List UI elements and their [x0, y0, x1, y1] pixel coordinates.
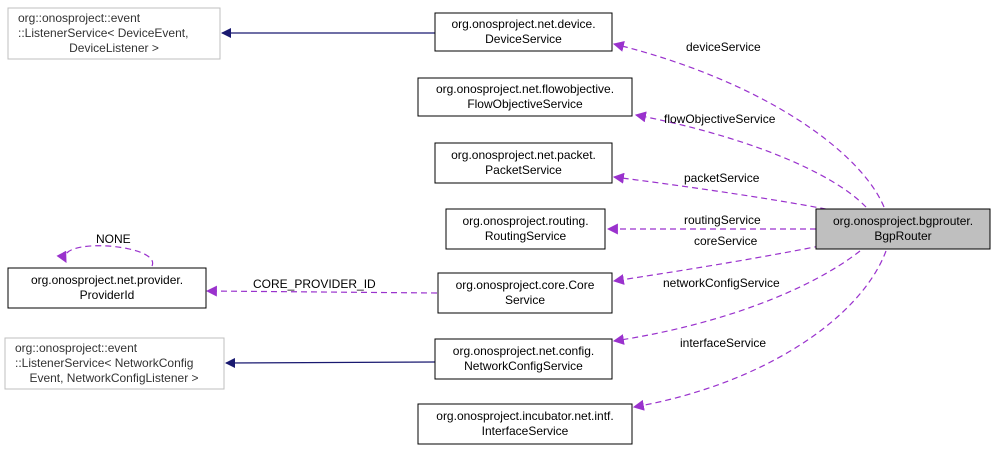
usage-edge-flow-objective — [634, 111, 867, 208]
usage-edge-network-config — [612, 250, 861, 345]
node-interface-service-line2: InterfaceService — [482, 424, 569, 438]
edge-label-network-config-service: networkConfigService — [663, 276, 780, 290]
node-listener-service-netcfg[interactable]: org::onosproject::event ::ListenerServic… — [4, 337, 225, 390]
edge-label-core-service: coreService — [694, 234, 758, 248]
node-core-service-line2: Service — [505, 293, 545, 307]
node-listener-service-device-line3: DeviceListener > — [69, 41, 159, 55]
node-bgp-router-line2: BgpRouter — [874, 229, 931, 243]
node-listener-service-device-line2: ::ListenerService< DeviceEvent, — [18, 26, 188, 40]
node-flow-objective-service-line1: org.onosproject.net.flowobjective. — [436, 82, 614, 96]
usage-edge-core-provider-id — [205, 285, 438, 297]
usage-edge-core-service — [612, 243, 831, 285]
node-flow-objective-service[interactable]: org.onosproject.net.flowobjective. FlowO… — [417, 77, 633, 117]
node-routing-service-line2: RoutingService — [485, 229, 567, 243]
node-provider-id[interactable]: org.onosproject.net.provider. ProviderId — [7, 267, 207, 309]
usage-edge-packet-service — [612, 172, 837, 212]
usage-edge-none-self-loop — [56, 245, 153, 267]
node-device-service-line2: DeviceService — [485, 32, 562, 46]
edge-label-flow-objective-service: flowObjectiveService — [664, 112, 776, 126]
node-network-config-service-line1: org.onosproject.net.config. — [453, 344, 594, 358]
edge-label-interface-service: interfaceService — [680, 336, 766, 350]
edge-label-none: NONE — [96, 232, 131, 246]
node-provider-id-line1: org.onosproject.net.provider. — [31, 273, 183, 287]
node-core-service-line1: org.onosproject.core.Core — [456, 278, 595, 292]
node-routing-service[interactable]: org.onosproject.routing. RoutingService — [445, 208, 606, 250]
node-device-service[interactable]: org.onosproject.net.device. DeviceServic… — [434, 12, 613, 52]
edge-label-routing-service: routingService — [684, 213, 761, 227]
node-listener-service-device-line1: org::onosproject::event — [18, 11, 141, 25]
node-interface-service-line1: org.onosproject.incubator.net.intf. — [436, 409, 613, 423]
inheritance-edge-netcfg — [225, 357, 436, 368]
node-packet-service-line2: PacketService — [485, 163, 562, 177]
node-listener-service-device[interactable]: org::onosproject::event ::ListenerServic… — [7, 7, 221, 60]
node-flow-objective-service-line2: FlowObjectiveService — [467, 97, 583, 111]
edge-label-core-provider-id: CORE_PROVIDER_ID — [253, 277, 376, 291]
node-network-config-service-line2: NetworkConfigService — [464, 359, 583, 373]
node-listener-service-netcfg-line3: Event, NetworkConfigListener > — [29, 371, 198, 385]
node-listener-service-netcfg-line1: org::onosproject::event — [15, 341, 138, 355]
node-bgp-router[interactable]: org.onosproject.bgprouter. BgpRouter — [815, 208, 991, 250]
node-packet-service[interactable]: org.onosproject.net.packet. PacketServic… — [434, 142, 613, 184]
node-device-service-line1: org.onosproject.net.device. — [451, 17, 595, 31]
node-routing-service-line1: org.onosproject.routing. — [462, 214, 588, 228]
edge-label-device-service: deviceService — [686, 40, 761, 54]
node-network-config-service[interactable]: org.onosproject.net.config. NetworkConfi… — [434, 338, 613, 380]
node-interface-service[interactable]: org.onosproject.incubator.net.intf. Inte… — [417, 403, 633, 445]
node-listener-service-netcfg-line2: ::ListenerService< NetworkConfig — [15, 356, 193, 370]
node-bgp-router-line1: org.onosproject.bgprouter. — [833, 214, 973, 228]
node-packet-service-line1: org.onosproject.net.packet. — [451, 148, 596, 162]
usage-edge-interface-service — [632, 250, 887, 411]
node-core-service[interactable]: org.onosproject.core.Core Service — [437, 272, 613, 314]
node-provider-id-line2: ProviderId — [80, 288, 135, 302]
edge-label-packet-service: packetService — [684, 171, 760, 185]
